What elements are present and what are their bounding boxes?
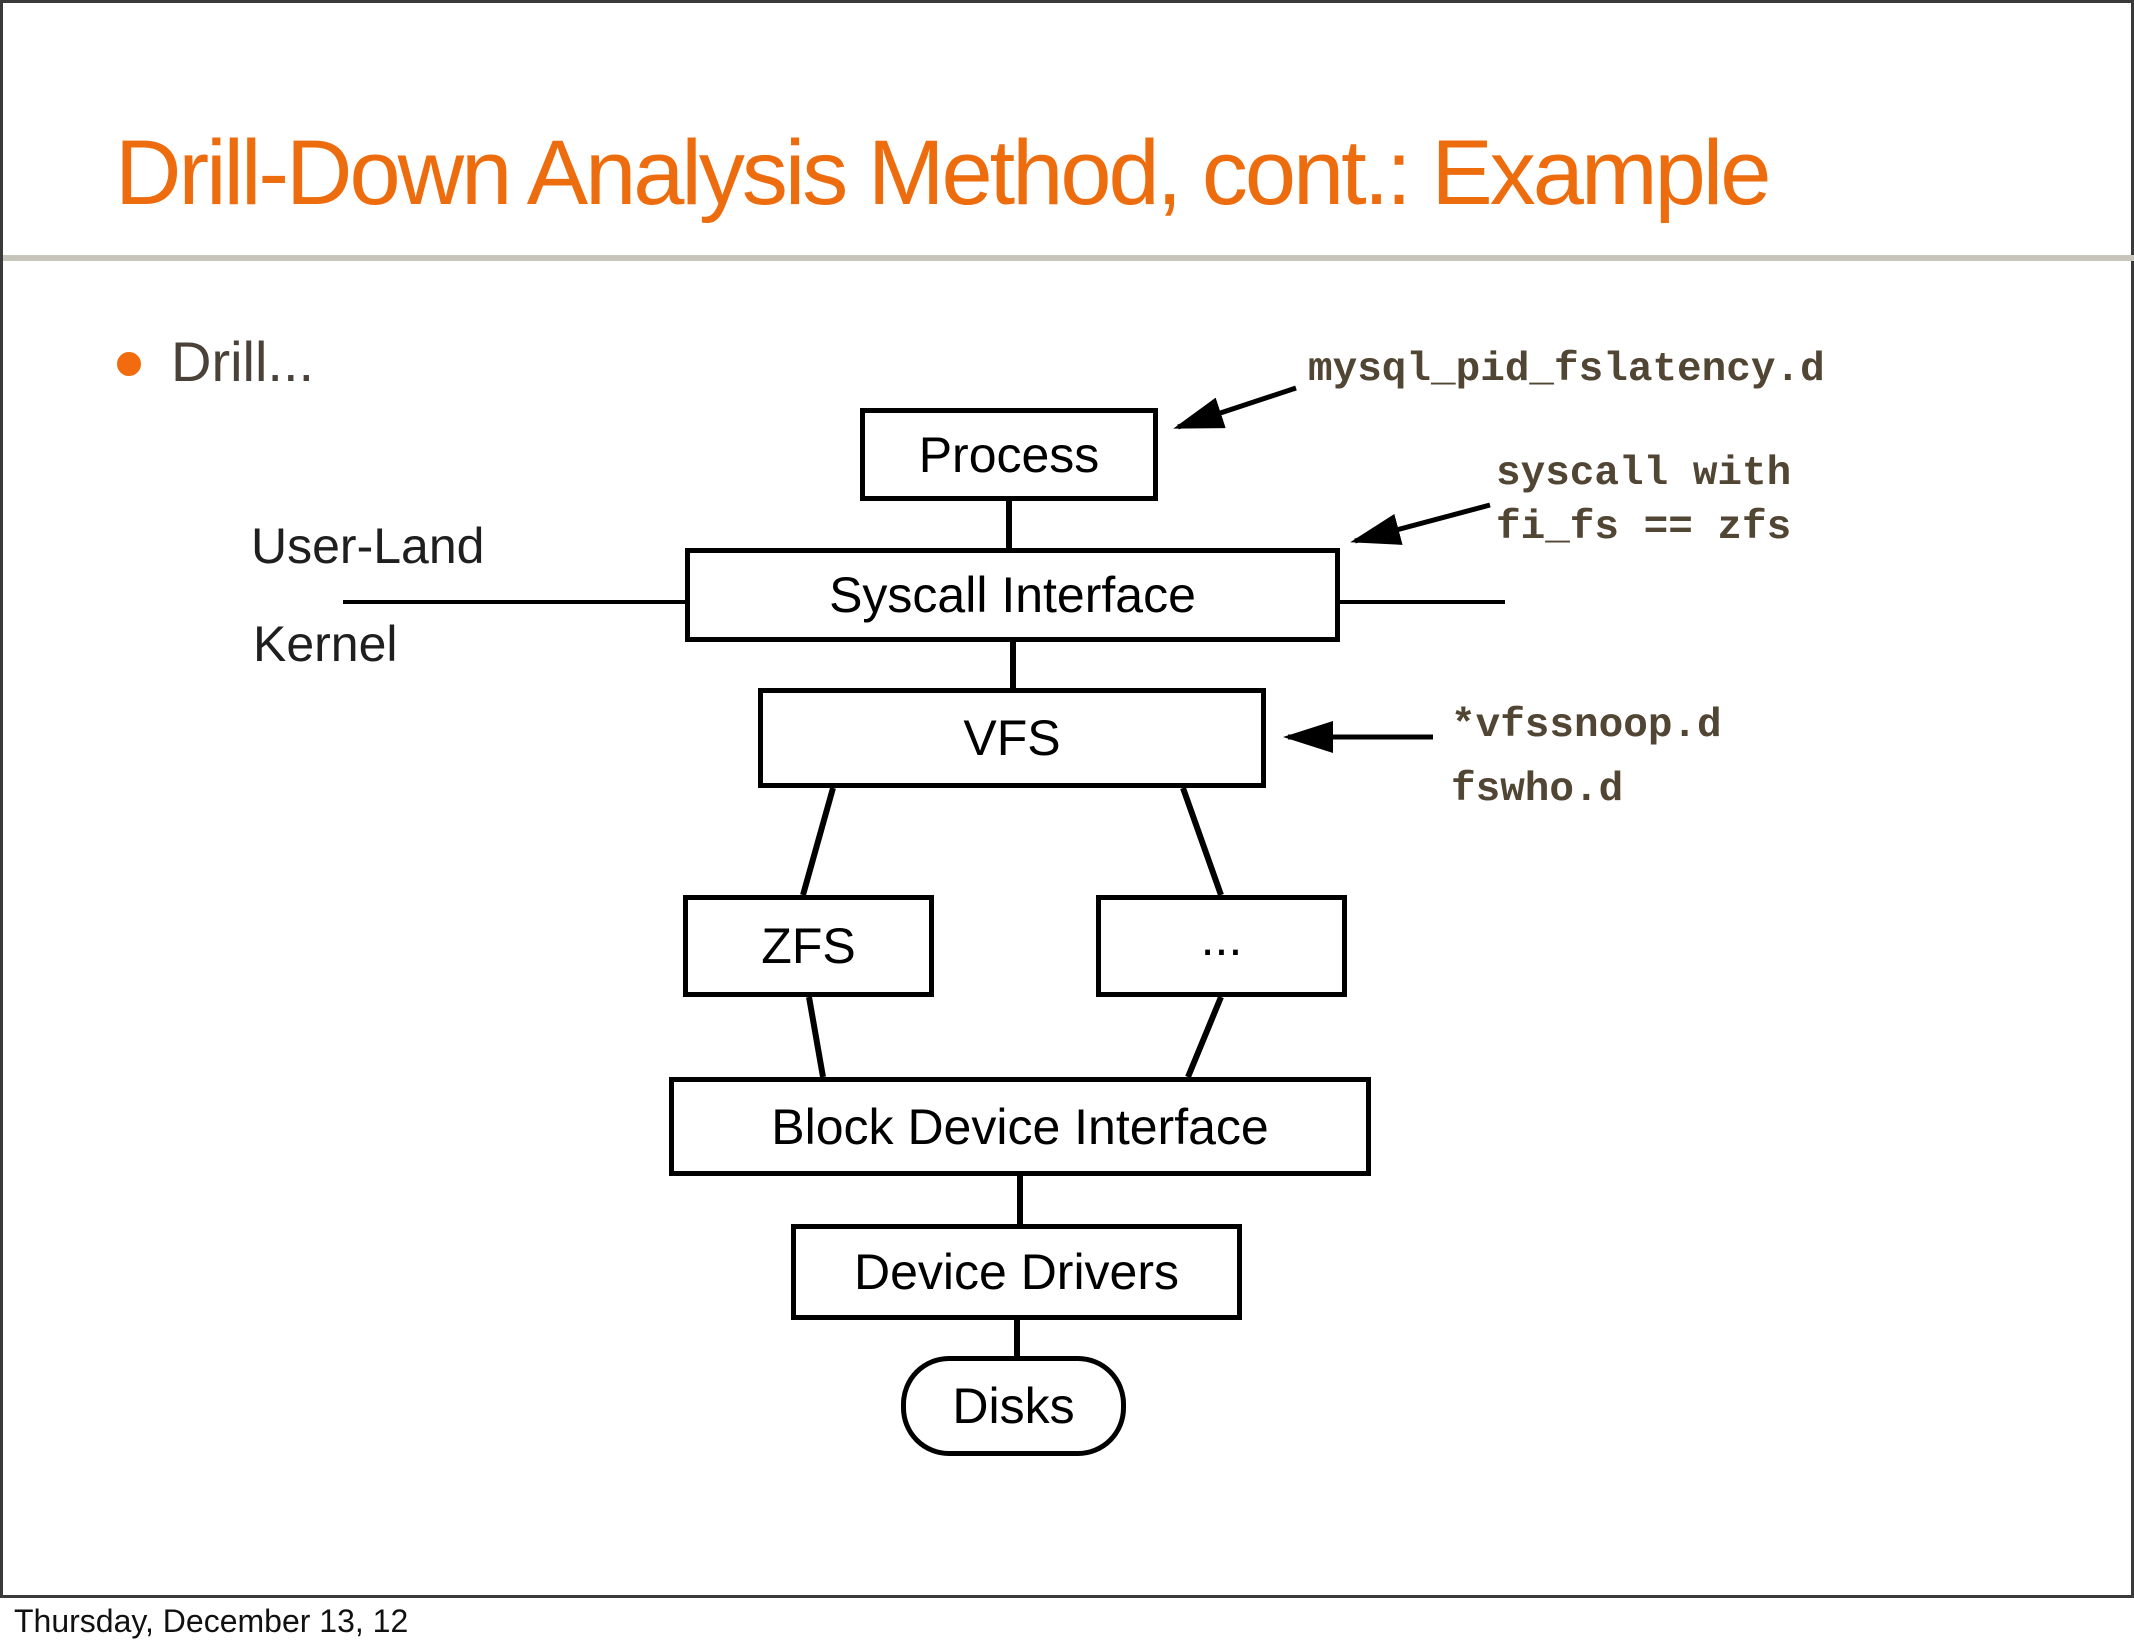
kernel-label: Kernel [253, 616, 398, 672]
node-label: Syscall Interface [829, 567, 1196, 623]
node-label: Disks [952, 1378, 1075, 1434]
connector-vfs-zfs [800, 787, 836, 896]
annotation-vfs-scripts: *vfssnoop.d fswho.d [1451, 695, 1722, 822]
diagram-node-zfs: ZFS [683, 895, 934, 997]
diagram-node-device-drivers: Device Drivers [791, 1224, 1242, 1320]
annotation-line: syscall with [1496, 451, 1792, 497]
slide-title: Drill-Down Analysis Method, cont.: Examp… [115, 122, 1771, 224]
diagram-node-disks: Disks [901, 1356, 1126, 1456]
connector-vfs-other [1180, 786, 1224, 897]
diagram-node-process: Process [860, 408, 1158, 501]
annotation-line: fi_fs == zfs [1496, 505, 1792, 552]
diagram-node-syscall-interface: Syscall Interface [685, 548, 1340, 642]
slide-frame: Drill-Down Analysis Method, cont.: Examp… [0, 0, 2134, 1598]
bullet-dot-icon [117, 352, 141, 376]
bullet-text: Drill... [171, 330, 315, 393]
diagram-node-vfs: VFS [758, 688, 1266, 788]
node-label: VFS [963, 710, 1061, 766]
arrow-mysql-to-process [1173, 385, 1297, 430]
diagram-connectors [343, 385, 1505, 1356]
annotation-process-script: mysql_pid_fslatency.d [1308, 343, 1825, 397]
node-label: ZFS [761, 918, 856, 974]
arrow-syscall-note-to-syscall [1350, 502, 1491, 545]
annotation-line: *vfssnoop.d [1451, 703, 1722, 749]
diagram-node-block-device-interface: Block Device Interface [669, 1077, 1371, 1176]
annotation-syscall-note: syscall with fi_fs == zfs [1496, 447, 1791, 555]
node-label: Device Drivers [853, 1244, 1180, 1300]
node-label: Block Device Interface [771, 1098, 1269, 1155]
userland-label: User-Land [251, 518, 485, 574]
connector-zfs-bdi [806, 996, 826, 1078]
diagram-node-other-filesystems: ... [1096, 895, 1347, 997]
node-label: ... [1200, 910, 1243, 966]
connector-other-bdi [1185, 995, 1224, 1079]
annotation-line: fswho.d [1451, 766, 1624, 813]
node-label: Process [918, 426, 1100, 483]
title-divider-line [3, 255, 2134, 261]
slide-date-footer: Thursday, December 13, 12 [14, 1603, 409, 1639]
annotation-line: mysql_pid_fslatency.d [1308, 347, 1825, 393]
